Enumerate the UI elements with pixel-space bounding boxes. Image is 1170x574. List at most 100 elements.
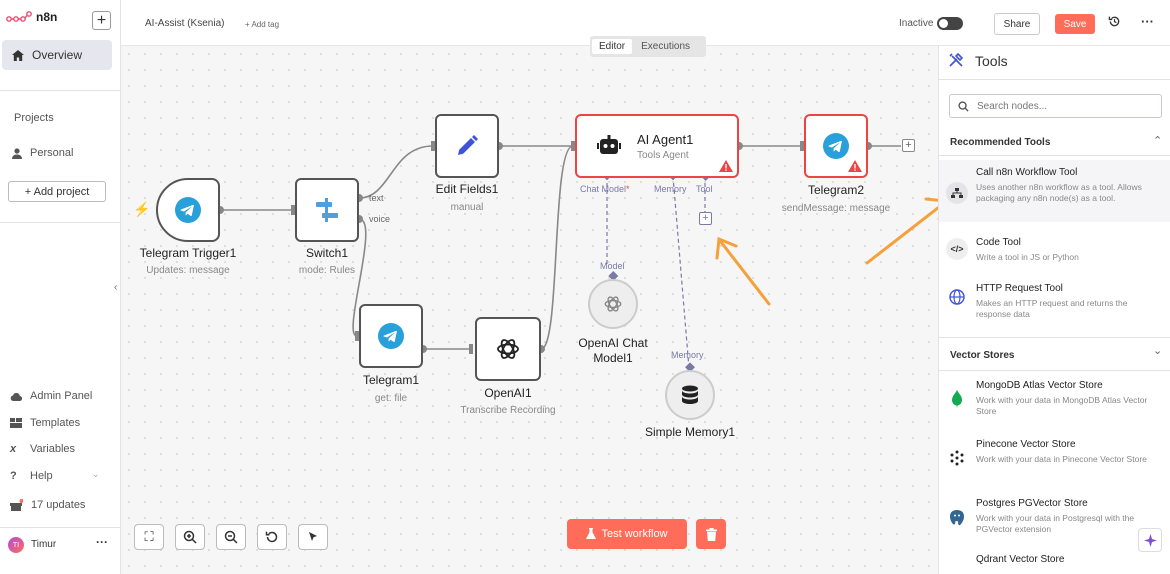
node-title: Telegram Trigger1 bbox=[139, 246, 237, 260]
pinecone-icon bbox=[946, 447, 968, 469]
node-subtitle: Updates: message bbox=[146, 265, 230, 276]
divider bbox=[939, 155, 1170, 156]
node-simple-memory[interactable] bbox=[665, 370, 715, 420]
add-project-button[interactable]: + Add project bbox=[8, 181, 106, 202]
node-title: Edit Fields1 bbox=[435, 182, 499, 196]
telegram-icon bbox=[378, 323, 404, 349]
node-title: Telegram2 bbox=[807, 183, 865, 197]
node-title: AI Agent1 bbox=[637, 131, 694, 147]
list-item-qdrant[interactable]: Qdrant Vector Store bbox=[939, 549, 1170, 574]
test-workflow-button[interactable]: Test workflow bbox=[567, 519, 687, 549]
sidebar-item-variables[interactable]: x Variables bbox=[10, 443, 75, 455]
node-telegram2[interactable] bbox=[804, 114, 868, 178]
save-button[interactable]: Save bbox=[1055, 14, 1095, 34]
item-title: Pinecone Vector Store bbox=[976, 439, 1076, 450]
trash-icon bbox=[705, 527, 717, 541]
ai-assistant-button[interactable] bbox=[1138, 528, 1162, 552]
node-title: Simple Memory1 bbox=[644, 425, 736, 439]
annotation-arrow-head bbox=[924, 197, 938, 221]
switch-icon bbox=[316, 198, 338, 222]
zoom-out-button[interactable] bbox=[216, 524, 246, 550]
connector-memory-label: Memory bbox=[671, 350, 704, 360]
divider bbox=[939, 370, 1170, 371]
sidebar-item-admin-panel[interactable]: Admin Panel bbox=[10, 390, 92, 402]
n8n-logo[interactable]: n8n bbox=[6, 10, 57, 24]
sidebar-item-help[interactable]: ? Help bbox=[10, 470, 53, 482]
node-telegram1[interactable] bbox=[359, 304, 423, 368]
list-item-http-request[interactable]: HTTP Request Tool Makes an HTTP request … bbox=[939, 276, 1170, 324]
fullscreen-icon: ⛶ bbox=[144, 529, 154, 544]
workflow-name[interactable]: AI-Assist (Ksenia) bbox=[145, 18, 225, 29]
connection-line bbox=[358, 145, 434, 199]
view-tabs: Editor Executions bbox=[590, 36, 706, 57]
share-button[interactable]: Share bbox=[994, 13, 1040, 35]
history-icon[interactable] bbox=[1108, 15, 1121, 31]
node-subtitle: mode: Rules bbox=[298, 265, 356, 276]
sidebar-item-label: 17 updates bbox=[31, 499, 86, 511]
node-edit-fields[interactable] bbox=[435, 114, 499, 178]
item-title: HTTP Request Tool bbox=[976, 283, 1063, 294]
database-icon bbox=[682, 385, 698, 404]
collapse-sidebar-icon[interactable]: ‹ bbox=[114, 282, 118, 293]
list-item-call-workflow[interactable]: Call n8n Workflow Tool Uses another n8n … bbox=[939, 160, 1170, 222]
avatar[interactable]: TI bbox=[8, 537, 24, 553]
workflow-canvas[interactable]: ⚡ Telegram Trigger1 Updates: message tex… bbox=[121, 46, 938, 574]
zoom-in-icon bbox=[183, 530, 197, 544]
add-tag-button[interactable]: + Add tag bbox=[245, 20, 280, 29]
list-item-pinecone[interactable]: Pinecone Vector Store Work with your dat… bbox=[939, 433, 1170, 487]
sidebar-item-templates[interactable]: Templates bbox=[10, 417, 80, 429]
list-item-code-tool[interactable]: </> Code Tool Write a tool in JS or Pyth… bbox=[939, 230, 1170, 270]
add-tool-button[interactable]: + bbox=[699, 212, 712, 225]
openai-icon bbox=[604, 296, 622, 312]
delete-button[interactable] bbox=[696, 519, 726, 549]
undo-icon bbox=[265, 531, 278, 543]
active-toggle[interactable] bbox=[937, 17, 963, 30]
sitemap-icon bbox=[946, 182, 968, 204]
output-label-voice: voice bbox=[369, 214, 391, 224]
node-openai[interactable] bbox=[475, 317, 541, 381]
more-options-icon[interactable]: ··· bbox=[1141, 14, 1154, 29]
node-openai-chat-model[interactable] bbox=[588, 279, 638, 329]
mongodb-icon bbox=[946, 388, 968, 410]
chevron-down-icon[interactable]: ⌄ bbox=[1153, 345, 1163, 357]
tidy-up-button[interactable] bbox=[298, 524, 328, 550]
node-ai-agent[interactable]: AI Agent1 Tools Agent bbox=[575, 114, 739, 178]
search-box[interactable] bbox=[949, 94, 1162, 118]
fit-view-button[interactable]: ⛶ bbox=[134, 524, 164, 550]
reset-zoom-button[interactable] bbox=[257, 524, 287, 550]
tab-executions[interactable]: Executions bbox=[641, 41, 691, 52]
item-title: MongoDB Atlas Vector Store bbox=[976, 380, 1103, 391]
annotation-arrow bbox=[865, 205, 938, 265]
create-button[interactable]: + bbox=[92, 11, 111, 30]
annotation-arrow bbox=[719, 240, 771, 306]
connection-line bbox=[540, 145, 574, 350]
sidebar-item-overview[interactable]: Overview bbox=[2, 40, 112, 70]
zoom-out-icon bbox=[224, 530, 238, 544]
tab-editor[interactable]: Editor bbox=[592, 39, 633, 54]
user-menu-icon[interactable]: ··· bbox=[96, 535, 108, 549]
chevron-up-icon[interactable]: ⌃ bbox=[1153, 135, 1163, 147]
projects-heading: Projects bbox=[14, 112, 54, 124]
node-title: Switch1 bbox=[305, 246, 349, 260]
list-item-mongodb[interactable]: MongoDB Atlas Vector Store Work with you… bbox=[939, 374, 1170, 428]
node-subtitle: get: file bbox=[374, 393, 408, 404]
test-workflow-label: Test workflow bbox=[601, 528, 668, 540]
search-input[interactable] bbox=[977, 100, 1147, 112]
sparkle-icon bbox=[1143, 533, 1157, 547]
telegram-icon bbox=[823, 133, 849, 159]
add-node-button[interactable]: + bbox=[902, 139, 915, 152]
sidebar-item-label: Variables bbox=[30, 443, 76, 455]
search-icon bbox=[958, 100, 969, 112]
list-item-postgres[interactable]: Postgres PGVector Store Work with your d… bbox=[939, 492, 1170, 546]
sidebar-item-personal[interactable]: Personal bbox=[12, 147, 73, 159]
node-subtitle: Transcribe Recording bbox=[460, 405, 556, 416]
node-telegram-trigger[interactable] bbox=[156, 178, 220, 242]
zoom-in-button[interactable] bbox=[175, 524, 205, 550]
chevron-down-icon: ⌄ bbox=[92, 469, 100, 479]
add-project-label: + Add project bbox=[24, 185, 90, 198]
node-subtitle: Tools Agent bbox=[637, 149, 689, 161]
node-switch[interactable] bbox=[295, 178, 359, 242]
divider bbox=[0, 90, 121, 91]
sidebar-item-updates[interactable]: 17 updates bbox=[10, 499, 85, 511]
